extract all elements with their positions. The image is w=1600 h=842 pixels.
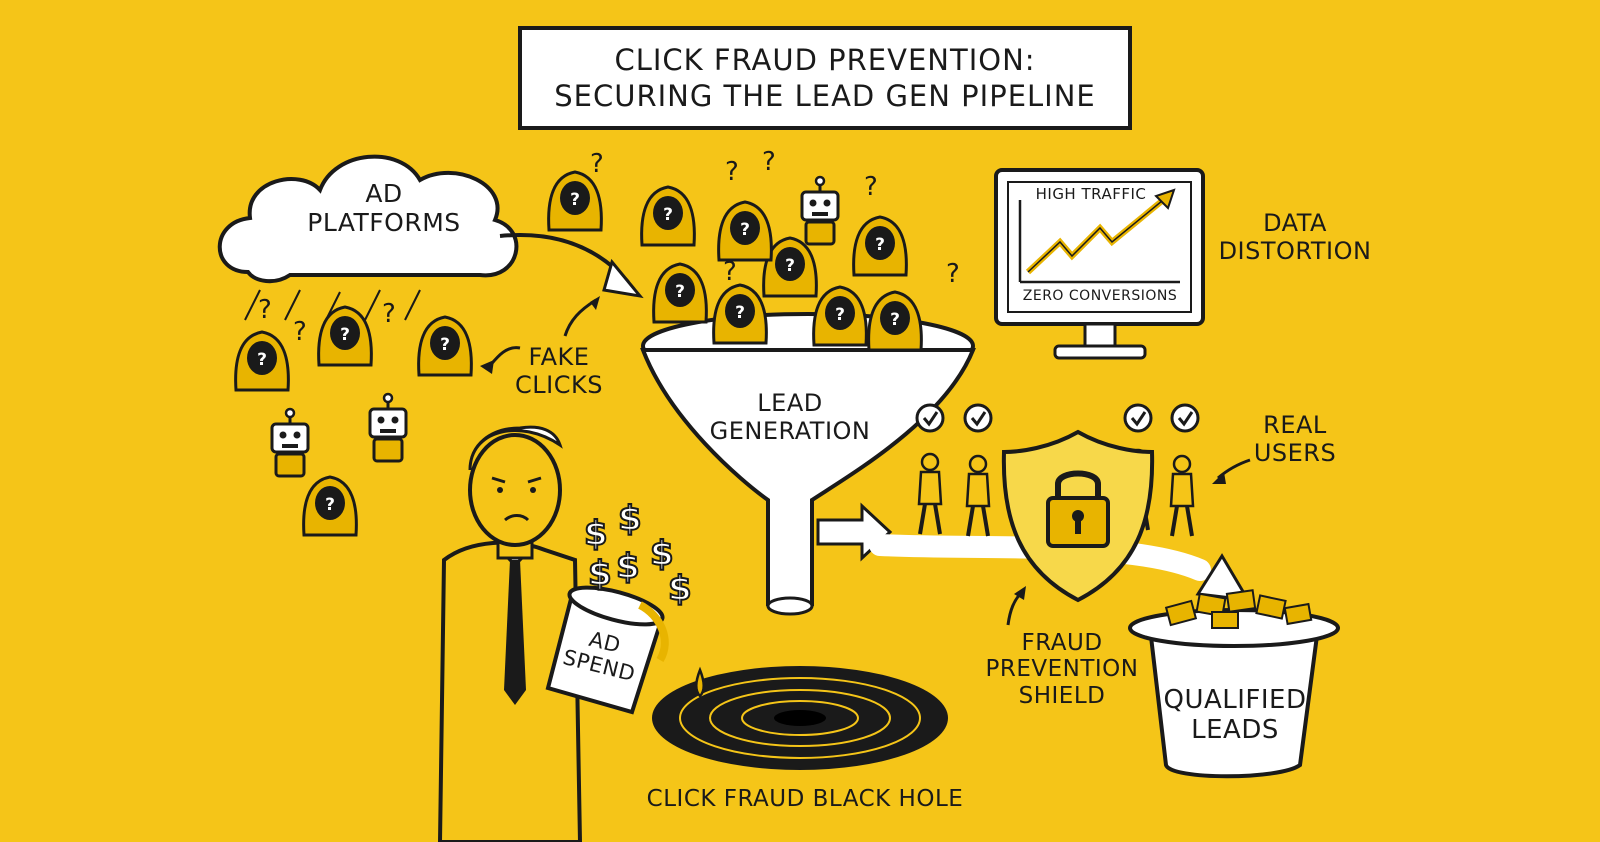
svg-text:?: ? xyxy=(293,317,307,347)
label-lead-generation: LEAD GENERATION xyxy=(709,389,871,445)
svg-text:$: $ xyxy=(588,554,612,594)
title-box: CLICK FRAUD PREVENTION: SECURING THE LEA… xyxy=(518,26,1132,130)
label-zero-conversions: ZERO CONVERSIONS xyxy=(1022,288,1178,304)
svg-text:?: ? xyxy=(946,259,960,289)
title-line-2: SECURING THE LEAD GEN PIPELINE xyxy=(554,79,1096,113)
label-fake-clicks: FAKE CLICKS xyxy=(515,343,603,399)
label-qualified-leads: QUALIFIED LEADS xyxy=(1163,685,1307,745)
svg-text:?: ? xyxy=(382,299,396,329)
question-marks: ? ? ? ? ? ? ? ? ? xyxy=(258,147,960,347)
bucket-icon xyxy=(1128,589,1340,779)
svg-text:?: ? xyxy=(723,257,737,287)
black-hole-icon xyxy=(652,666,948,770)
svg-text:$: $ xyxy=(616,547,640,587)
cloud-icon xyxy=(217,154,519,284)
label-data-distortion: DATA DISTORTION xyxy=(1218,209,1372,265)
label-real-users: REAL USERS xyxy=(1253,411,1337,467)
monitor-chart-icon xyxy=(994,168,1205,360)
label-fraud-prevention-shield: FRAUD PREVENTION SHIELD xyxy=(985,630,1139,709)
svg-text:$: $ xyxy=(668,569,692,609)
svg-text:?: ? xyxy=(864,172,878,202)
label-high-traffic: HIGH TRAFFIC xyxy=(1035,185,1147,203)
label-black-hole: CLICK FRAUD BLACK HOLE xyxy=(646,786,964,812)
ad-spend-bucket xyxy=(545,585,669,715)
businessman-figure xyxy=(437,425,583,842)
svg-text:?: ? xyxy=(762,147,776,177)
check-icon xyxy=(915,403,1200,433)
shield-lock-icon xyxy=(1001,429,1155,603)
svg-text:$: $ xyxy=(584,514,608,554)
svg-text:?: ? xyxy=(258,295,272,325)
svg-text:$: $ xyxy=(618,499,642,539)
title-line-1: CLICK FRAUD PREVENTION: xyxy=(614,42,1036,77)
label-ad-platforms: AD PLATFORMS xyxy=(307,179,461,237)
svg-text:?: ? xyxy=(725,157,739,187)
svg-text:?: ? xyxy=(590,149,604,179)
dollar-icon: $ $ $ $ $ $ xyxy=(583,498,693,610)
svg-text:$: $ xyxy=(650,534,674,574)
